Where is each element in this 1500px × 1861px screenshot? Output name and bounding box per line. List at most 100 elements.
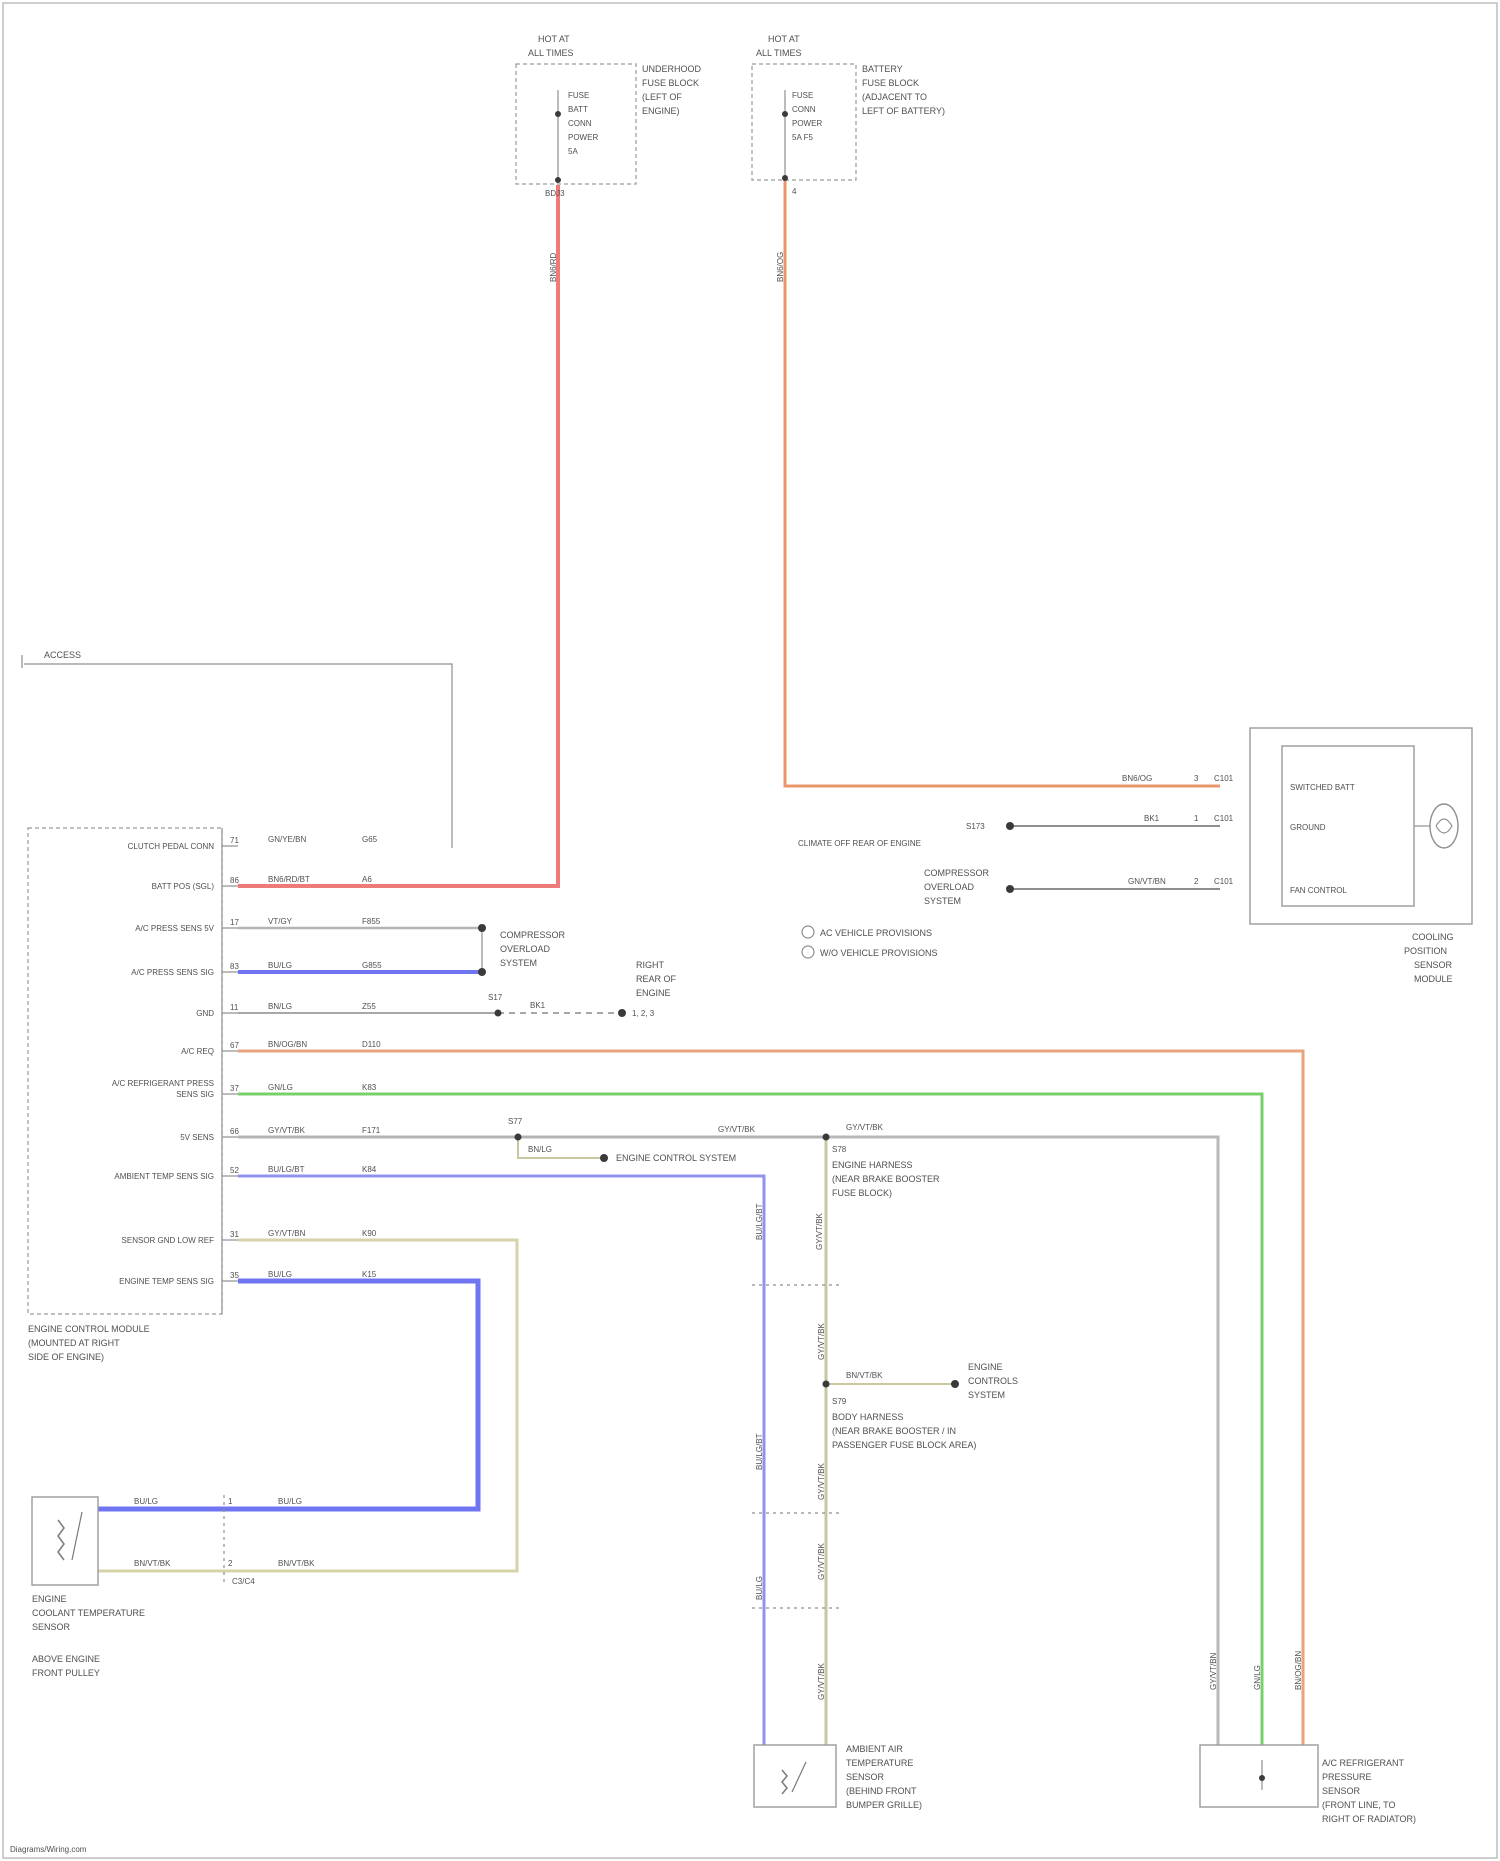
ecm-pin-circuit: G65 [362, 835, 378, 844]
cm-desc-2: POSITION [1404, 946, 1447, 956]
s79-dest-1: ENGINE [968, 1362, 1003, 1372]
ecm-desc-3: SIDE OF ENGINE) [28, 1352, 104, 1362]
ac-pressure-sensor: A/C REFRIGERANT PRESSURE SENSOR (FRONT L… [1200, 1745, 1416, 1824]
cm-left-2a: COMPRESSOR [924, 868, 990, 878]
ecm-pin-circuit: F855 [362, 917, 381, 926]
compressor-overload-mid: COMPRESSOR OVERLOAD SYSTEM [478, 924, 566, 976]
acp-wire-tag-1: GY/VT/BN [1209, 1652, 1218, 1690]
coolant-pin2-wire-a: BN/VT/BK [134, 1559, 171, 1568]
s79-dot [823, 1381, 830, 1388]
ambient-arrow-icon [792, 1762, 806, 1792]
ecm-pin-name: A/C PRESS SENS 5V [135, 924, 214, 933]
s17-desc-1: RIGHT [636, 960, 665, 970]
ecm-pin-number: 67 [230, 1041, 239, 1050]
fuse-left-desc-2: FUSE BLOCK [642, 78, 699, 88]
ecm-pin-number: 37 [230, 1084, 239, 1093]
coolant-conn: C3/C4 [232, 1577, 255, 1586]
ecm-pin-number: 17 [230, 918, 239, 927]
motor-icon [1430, 804, 1458, 848]
fuse-right-wire-id: BN6/OG [776, 252, 785, 282]
fuse-right-desc-1: BATTERY [862, 64, 903, 74]
fuse-block-left: HOT AT ALL TIMES FUSE BATT CONN POWER 5A… [516, 34, 702, 282]
s17-pin: 1, 2, 3 [632, 1009, 655, 1018]
ecm-pin-circuit: A6 [362, 875, 372, 884]
cm-desc-4: MODULE [1414, 974, 1453, 984]
s78-desc-2: (NEAR BRAKE BOOSTER [832, 1174, 940, 1184]
ambient-sensor-box [754, 1745, 836, 1807]
ambient-wire-tag-3: BU/LG [755, 1576, 764, 1600]
fuse-right-header-2: ALL TIMES [756, 48, 802, 58]
coolant-pin2-wire-b: BN/VT/BK [278, 1559, 315, 1568]
ambient-desc-3: SENSOR [846, 1772, 885, 1782]
ecm-pin-number: 35 [230, 1271, 239, 1280]
fuse-right-line-1: FUSE [792, 91, 813, 100]
wire-red-batt [238, 185, 558, 886]
cm-pin2-wire: BK1 [1144, 814, 1160, 823]
s79-dest-2: CONTROLS [968, 1376, 1018, 1386]
fuse-left-line-1: FUSE [568, 91, 589, 100]
ecm-pin-circuit: K83 [362, 1083, 377, 1092]
compressor-mid-line-2: OVERLOAD [500, 944, 551, 954]
wire-engine-temp [98, 1281, 478, 1509]
ecm-pin-name: A/C REQ [181, 1047, 214, 1056]
fuse-right-line-4: 5A F5 [792, 133, 813, 142]
coolant-desc-1: ENGINE [32, 1594, 67, 1604]
cm-left-1b: CLIMATE OFF REAR OF ENGINE [798, 839, 921, 848]
fuse-block-right: HOT AT ALL TIMES FUSE CONN POWER 5A F5 B… [752, 34, 945, 282]
cm-left-2b: OVERLOAD [924, 882, 975, 892]
coolant-sensor-box [32, 1497, 98, 1585]
ecm-pin-wire: BN/OG/BN [268, 1040, 307, 1049]
ecm-pin-wire: GY/VT/BK [268, 1126, 306, 1135]
ambient-desc-1: AMBIENT AIR [846, 1744, 903, 1754]
fuse-left-wire-id: BN6/RD [549, 252, 558, 282]
fuse-left-line-5: 5A [568, 147, 578, 156]
ecm-pin-list: CLUTCH PEDAL CONN71GN/YE/BNG65BATT POS (… [112, 835, 382, 1286]
wire-ac-req [238, 1051, 1303, 1745]
compressor-mid-dot-1 [478, 924, 486, 932]
s77-dest: ENGINE CONTROL SYSTEM [616, 1153, 736, 1163]
fuse-left-desc-4: ENGINE) [642, 106, 680, 116]
s77-dot [515, 1134, 522, 1141]
fuse-left-header-1: HOT AT [538, 34, 570, 44]
acp-desc-5: RIGHT OF RADIATOR) [1322, 1814, 1416, 1824]
ecm-pin-circuit: G855 [362, 961, 382, 970]
cm-pin3-label: FAN CONTROL [1290, 886, 1347, 895]
ecm-desc-2: (MOUNTED AT RIGHT [28, 1338, 120, 1348]
ambient-desc-5: BUMPER GRILLE) [846, 1800, 922, 1810]
vertical-wire-tags: BU/LG/BT BU/LG/BT BU/LG GY/VT/BK GY/VT/B… [752, 1203, 1303, 1700]
s77-wire-b: BN/LG [528, 1145, 552, 1154]
coolant-temp-sensor: BU/LG BU/LG BN/VT/BK BN/VT/BK 1 2 C3/C4 … [32, 1495, 315, 1678]
acp-wire-tag-3: BN/OG/BN [1294, 1651, 1303, 1690]
fuse-left-pin: BDJ3 [545, 189, 565, 198]
s77-label: S77 [508, 1117, 523, 1126]
fuse-right-pin: 4 [792, 187, 797, 196]
ecm-pin-number: 11 [230, 1003, 239, 1012]
cm-pin2-label: GROUND [1290, 823, 1326, 832]
fuse-right-pin-dot [782, 175, 788, 181]
ecm-pin-name: SENS SIG [176, 1090, 214, 1099]
ecm-pin-number: 52 [230, 1166, 239, 1175]
ambient-desc-4: (BEHIND FRONT [846, 1786, 917, 1796]
motor-fan-icon [1436, 819, 1452, 833]
s78-desc-1: ENGINE HARNESS [832, 1160, 913, 1170]
ecm-pin-wire: BU/LG/BT [268, 1165, 305, 1174]
ecm-pin-wire: BN/LG [268, 1002, 292, 1011]
coolant-pin1-wire-b: BU/LG [278, 1497, 302, 1506]
ambient-desc-2: TEMPERATURE [846, 1758, 913, 1768]
coolant-note-1: ABOVE ENGINE [32, 1654, 100, 1664]
legend-2: W/O VEHICLE PROVISIONS [820, 948, 938, 958]
coolant-pin1-wire-a: BU/LG [134, 1497, 158, 1506]
ambient-wire-tag-1: BU/LG/BT [755, 1203, 764, 1240]
legend-symbol-2 [802, 946, 814, 958]
cm-pin3-wire: GN/VT/BN [1128, 877, 1166, 886]
cm-pin3-conn: C101 [1214, 877, 1234, 886]
s78-dest-wire: GY/VT/BK [846, 1123, 884, 1132]
s78-vertical-wire: GY/VT/BK [815, 1212, 824, 1250]
coolant-note-2: FRONT PULLEY [32, 1668, 100, 1678]
ecm-pin-number: 31 [230, 1230, 239, 1239]
ambient-gnd-tag-3: GY/VT/BK [817, 1542, 826, 1580]
ecm-pin-wire: GN/YE/BN [268, 835, 306, 844]
ecm-pin-name: A/C REFRIGERANT PRESS [112, 1079, 214, 1088]
s17-dot [495, 1010, 502, 1017]
s17-desc-3: ENGINE [636, 988, 671, 998]
